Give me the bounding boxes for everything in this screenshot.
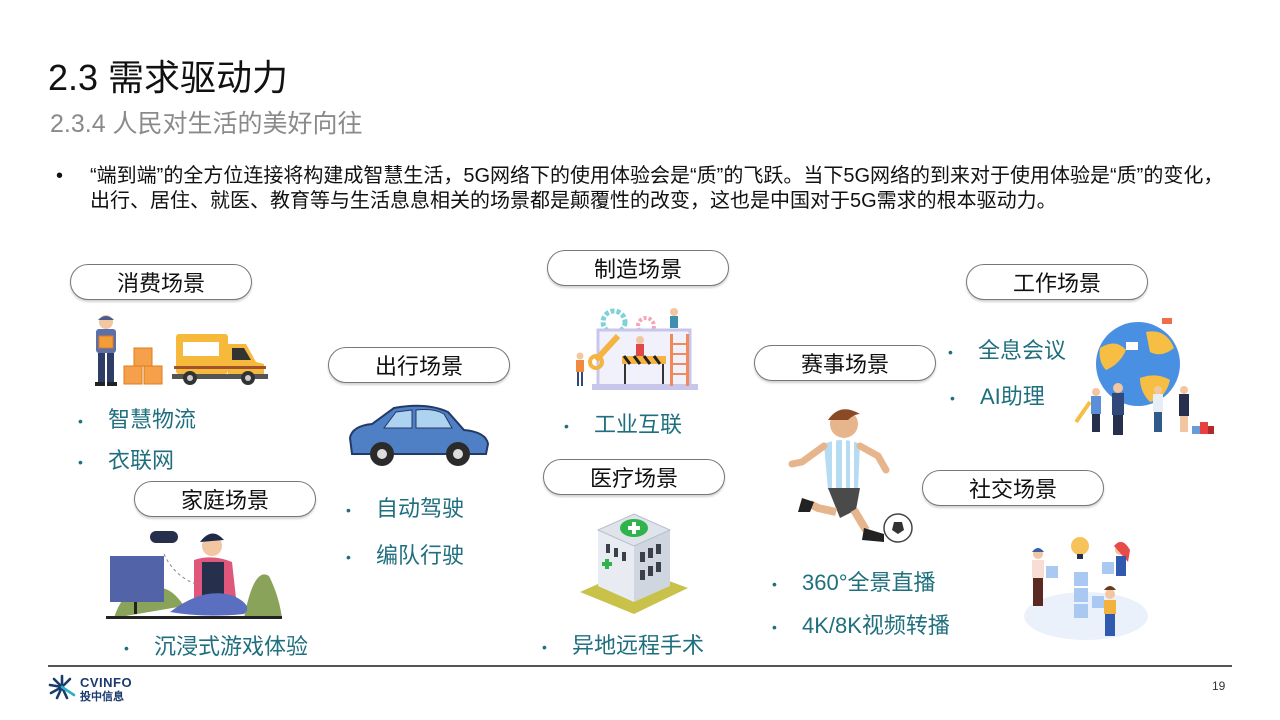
logo-text-en: CVINFO — [80, 675, 133, 690]
logo-text-cn: 投中信息 — [80, 691, 124, 703]
list-item: •智慧物流 — [78, 407, 197, 432]
list-item: •衣联网 — [78, 448, 175, 473]
page-number: 19 — [1212, 679, 1226, 693]
list-item: •自动驾驶 — [346, 496, 465, 521]
list-item: •360°全景直播 — [772, 570, 936, 595]
page-title: 2.3 需求驱动力 — [48, 57, 289, 98]
list-item: •异地远程手术 — [542, 633, 705, 658]
scene-label-social: 社交场景 — [922, 470, 1104, 506]
delivery-truck-illustration — [95, 315, 268, 386]
gamer-illustration — [106, 531, 282, 619]
list-item: •沉浸式游戏体验 — [124, 634, 309, 659]
globe-team-illustration — [1074, 318, 1214, 435]
cvinfo-logo-icon — [48, 674, 76, 700]
teamwork-illustration — [1024, 537, 1148, 640]
scene-label-medical: 医疗场景 — [543, 459, 725, 495]
scene-label-travel: 出行场景 — [328, 347, 510, 383]
scene-label-sports: 赛事场景 — [754, 345, 936, 381]
list-item: •AI助理 — [950, 384, 1045, 409]
page-subtitle: 2.3.4 人民对生活的美好向往 — [50, 110, 363, 138]
bullet: • — [56, 165, 64, 187]
scene-label-work: 工作场景 — [966, 264, 1148, 300]
scene-label-manufacturing: 制造场景 — [547, 250, 729, 286]
list-item: •4K/8K视频转播 — [772, 613, 950, 638]
scene-label-consumption: 消费场景 — [70, 264, 252, 300]
scene-label-home: 家庭场景 — [134, 481, 316, 517]
soccer-player-illustration — [788, 409, 913, 543]
list-item: •全息会议 — [948, 338, 1067, 363]
footer-divider — [48, 665, 1232, 667]
car-illustration — [348, 404, 490, 466]
construction-illustration — [576, 308, 698, 390]
hospital-illustration — [580, 513, 688, 614]
intro-text: “端到端”的全方位连接将构建成智慧生活，5G网络下的使用体验会是“质”的飞跃。当… — [90, 165, 1224, 212]
list-item: •工业互联 — [564, 412, 683, 437]
list-item: •编队行驶 — [346, 543, 465, 568]
